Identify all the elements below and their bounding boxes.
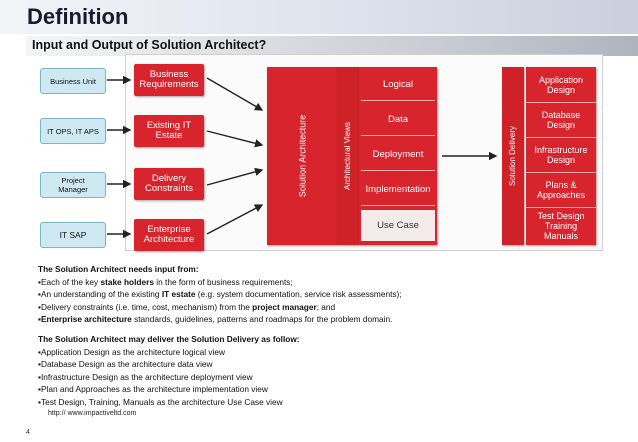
- architectural-views-label: Architectural Views: [343, 122, 353, 190]
- view-logical: Logical: [361, 69, 435, 101]
- req-business-requirements: Business Requirements: [134, 64, 204, 96]
- page-number: 4: [26, 429, 30, 436]
- req-enterprise-architecture: Enterprise Architecture: [134, 219, 204, 251]
- slide-title: Definition: [27, 4, 129, 29]
- view-use-case: Use Case: [361, 210, 435, 241]
- outputs-column: Application Design Database Design Infra…: [526, 67, 596, 245]
- delivers-item: ▪Application Design as the architecture …: [38, 346, 225, 357]
- req-existing-it-estate: Existing IT Estate: [134, 115, 204, 147]
- needs-input-heading: The Solution Architect needs input from:: [38, 264, 199, 274]
- subtitle-bar: [26, 36, 638, 56]
- needs-input-item: ▪Each of the key stake holders in the fo…: [38, 276, 293, 287]
- view-implementation: Implementation: [361, 174, 435, 206]
- delivers-item: ▪Infrastructure Design as the architectu…: [38, 371, 253, 382]
- solution-delivery-label: Solution Delivery: [508, 125, 517, 187]
- needs-input-item: ▪Delivery constraints (i.e. time, cost, …: [38, 301, 336, 312]
- delivers-item: ▪Test Design, Training, Manuals as the a…: [38, 396, 283, 407]
- input-project-manager: Project Manager: [40, 172, 106, 198]
- solution-architecture-panel: Solution Architecture: [267, 67, 337, 245]
- req-delivery-constraints: Delivery Constraints: [134, 168, 204, 200]
- solution-architecture-label: Solution Architecture: [297, 114, 308, 198]
- title-bar: [0, 0, 638, 34]
- footer-url[interactable]: http:// www.impactiveltd.com: [48, 410, 137, 417]
- views-column: Logical Data Deployment Implementation U…: [359, 67, 437, 245]
- solution-delivery-panel: Solution Delivery: [502, 67, 524, 245]
- architectural-views-panel: Architectural Views: [337, 67, 359, 245]
- delivers-item: ▪Plan and Approaches as the architecture…: [38, 384, 268, 394]
- output-plans-approaches: Plans & Approaches: [526, 172, 596, 208]
- input-it-ops: IT OPS, IT APS: [40, 118, 106, 144]
- input-it-sap: IT SAP: [40, 222, 106, 248]
- output-infrastructure-design: Infrastructure Design: [526, 137, 596, 173]
- input-business-unit: Business Unit: [40, 68, 106, 94]
- delivers-heading: The Solution Architect may deliver the S…: [38, 334, 300, 344]
- needs-input-item: ▪An understanding of the existing IT est…: [38, 289, 402, 299]
- view-deployment: Deployment: [361, 139, 435, 171]
- needs-input-section: The Solution Architect needs input from:…: [38, 263, 402, 326]
- output-test-design: Test Design Training Manuals: [537, 211, 585, 241]
- delivers-item: ▪Database Design as the architecture dat…: [38, 359, 213, 369]
- slide-subtitle: Input and Output of Solution Architect?: [32, 38, 267, 52]
- output-database-design: Database Design: [526, 102, 596, 138]
- needs-input-item: ▪Enterprise architecture standards, guid…: [38, 314, 393, 324]
- view-data: Data: [361, 104, 435, 136]
- delivers-section: The Solution Architect may deliver the S…: [38, 333, 300, 408]
- output-application-design: Application Design: [526, 67, 596, 103]
